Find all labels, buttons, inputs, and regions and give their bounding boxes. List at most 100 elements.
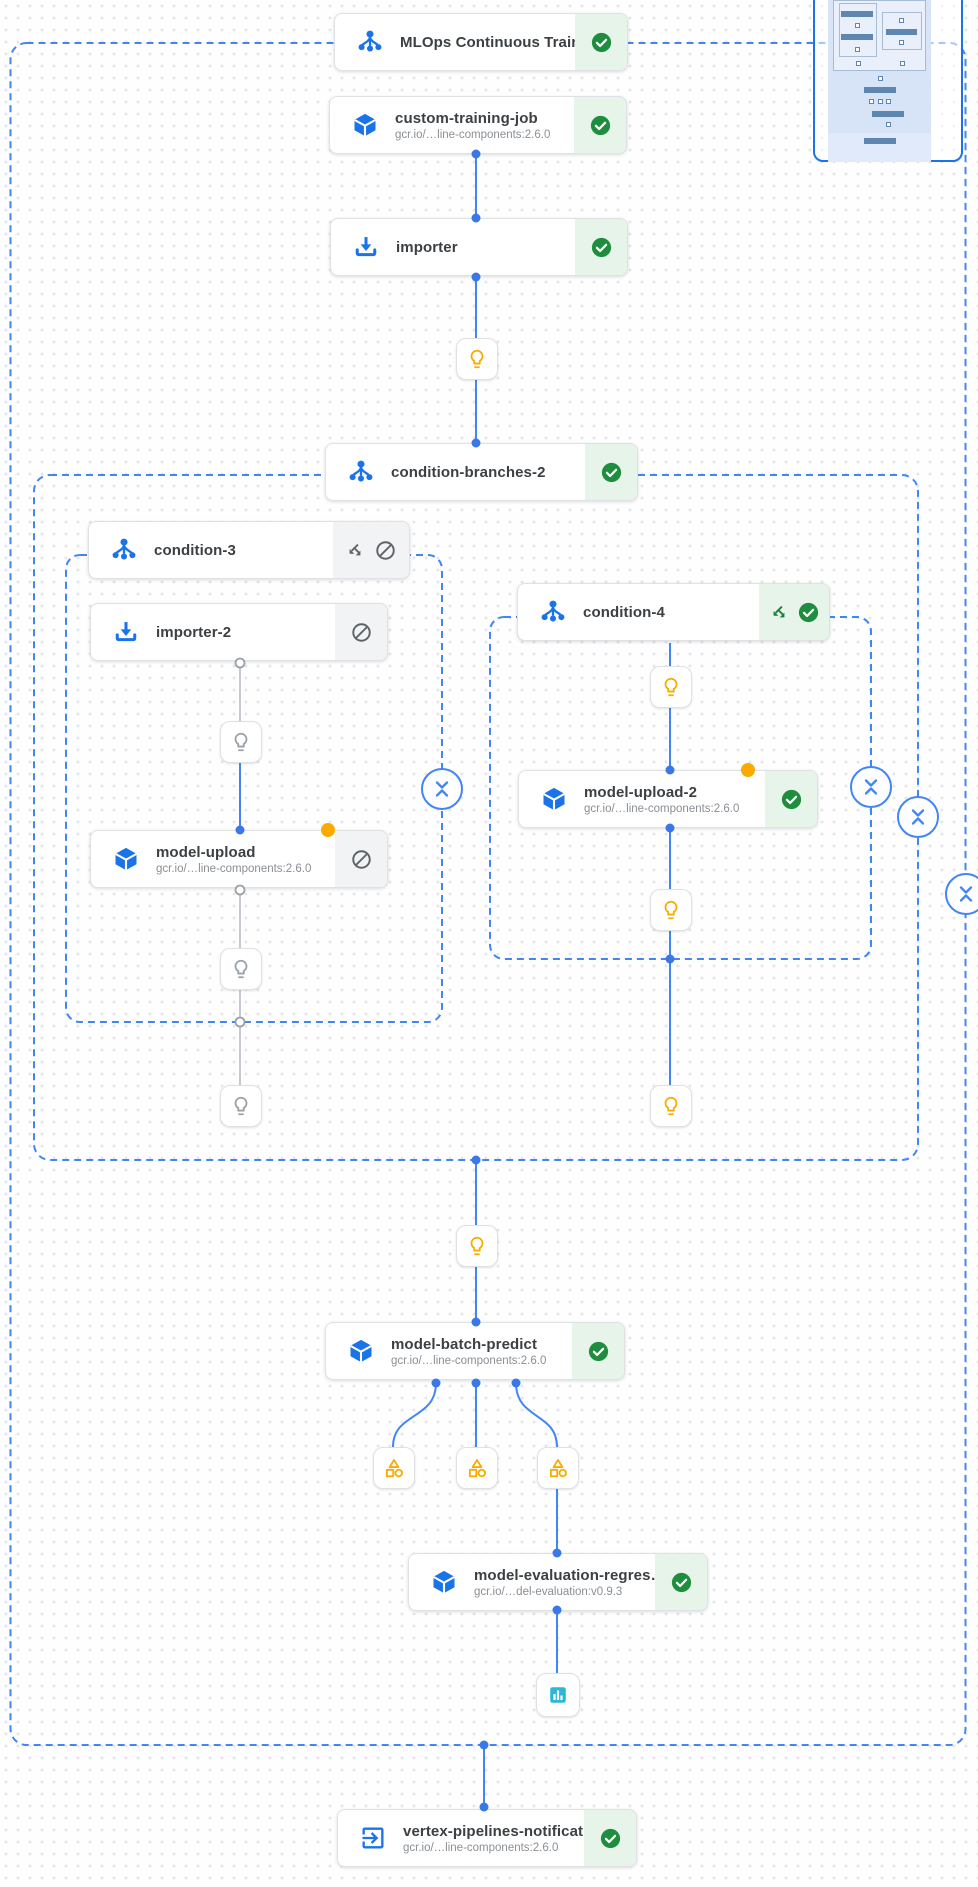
node-title: condition-branches-2 [391,463,546,481]
unfold-less-icon [906,805,930,829]
status-section [655,1554,707,1610]
check-circle-icon [781,789,802,810]
artifact-node-html[interactable] [650,666,692,708]
check-circle-icon [591,237,612,258]
collapse-condition-3-button[interactable] [421,768,463,810]
artifact-node-html[interactable] [650,889,692,931]
node-custom-training-job[interactable]: custom-training-job gcr.io/…line-compone… [329,96,627,154]
check-circle-icon [588,1341,609,1362]
artifact-node-html-skipped[interactable] [220,721,262,763]
check-circle-icon [798,602,819,623]
blocked-icon [374,539,397,562]
artifact-node-html[interactable] [456,1225,498,1267]
blocked-icon [350,621,373,644]
collapse-root-button[interactable] [945,873,978,915]
status-section [759,584,829,640]
status-section [575,219,627,275]
node-condition-4[interactable]: condition-4 [517,583,830,641]
cube-icon [539,784,569,814]
check-circle-icon [601,462,622,483]
hub-tree-icon [355,27,385,57]
check-circle-icon [671,1572,692,1593]
status-section [333,522,409,578]
collapse-condition-branches-2-button[interactable] [897,796,939,838]
lightbulb-icon [466,1235,488,1257]
node-importer[interactable]: importer [330,218,628,276]
node-subtitle: gcr.io/…line-components:2.6.0 [403,1841,559,1854]
node-model-batch-predict[interactable]: model-batch-predict gcr.io/…line-compone… [325,1322,625,1380]
artifact-node-html[interactable] [456,338,498,380]
node-importer-2[interactable]: importer-2 [90,603,388,661]
node-condition-3[interactable]: condition-3 [88,521,410,579]
node-title: model-evaluation-regres… [474,1566,666,1584]
node-model-upload[interactable]: model-upload gcr.io/…line-components:2.6… [90,830,388,888]
lightbulb-icon [466,348,488,370]
node-title: condition-3 [154,541,236,559]
status-section [575,14,627,70]
artifact-node-visualization[interactable] [536,1673,580,1717]
category-icon [547,1457,569,1479]
artifact-node-html[interactable] [650,1085,692,1127]
download-icon [111,617,141,647]
category-icon [383,1457,405,1479]
node-subtitle: gcr.io/…line-components:2.6.0 [584,802,740,815]
cube-icon [111,844,141,874]
node-title: MLOps Continuous Traini… [400,33,600,51]
status-section [572,1323,624,1379]
status-section [584,1810,636,1866]
exit-to-app-icon [358,1823,388,1853]
lightbulb-icon [660,676,682,698]
node-title: importer [396,238,458,256]
node-title: model-upload-2 [584,783,698,801]
lightbulb-icon [660,899,682,921]
artifact-node-metrics[interactable] [456,1447,498,1489]
cube-icon [350,110,380,140]
hub-tree-icon [109,535,139,565]
node-subtitle: gcr.io/…line-components:2.6.0 [156,862,312,875]
node-title: model-batch-predict [391,1335,538,1353]
artifact-node-metrics[interactable] [537,1447,579,1489]
status-section [765,771,817,827]
node-subtitle: gcr.io/…del-evaluation:v0.9.3 [474,1585,623,1598]
lightbulb-icon [230,958,252,980]
node-title: model-upload [156,843,256,861]
lightbulb-icon [230,1095,252,1117]
status-section [335,831,387,887]
node-model-evaluation-regression[interactable]: model-evaluation-regres… gcr.io/…del-eva… [408,1553,708,1611]
lightbulb-icon [660,1095,682,1117]
node-title: vertex-pipelines-notificat… [403,1822,599,1840]
check-circle-icon [591,32,612,53]
cube-icon [346,1336,376,1366]
group-border-root [9,42,967,1746]
unfold-less-icon [859,775,883,799]
bar-chart-icon [547,1684,569,1706]
node-model-upload-2[interactable]: model-upload-2 gcr.io/…line-components:2… [518,770,818,828]
node-condition-branches-2[interactable]: condition-branches-2 [325,443,638,501]
hub-tree-icon [538,597,568,627]
artifact-node-metrics[interactable] [373,1447,415,1489]
check-circle-icon [590,115,611,136]
split-arrows-icon [769,602,789,622]
hub-tree-icon [346,457,376,487]
node-title: condition-4 [583,603,665,621]
status-section [574,97,626,153]
minimap-viewport[interactable] [813,0,963,162]
node-mlops-pipeline[interactable]: MLOps Continuous Traini… [334,13,628,71]
status-section [335,604,387,660]
split-arrows-icon [345,540,365,560]
unfold-less-icon [430,777,454,801]
node-title: importer-2 [156,623,232,641]
unfold-less-icon [954,882,978,906]
download-icon [351,232,381,262]
check-circle-icon [600,1828,621,1849]
blocked-icon [350,848,373,871]
node-subtitle: gcr.io/…line-components:2.6.0 [395,128,551,141]
node-title: custom-training-job [395,109,538,127]
node-vertex-pipelines-notification[interactable]: vertex-pipelines-notificat… gcr.io/…line… [337,1809,637,1867]
collapse-condition-4-button[interactable] [850,766,892,808]
cube-icon [429,1567,459,1597]
artifact-node-html-skipped[interactable] [220,948,262,990]
status-section [585,444,637,500]
artifact-node-html-skipped[interactable] [220,1085,262,1127]
